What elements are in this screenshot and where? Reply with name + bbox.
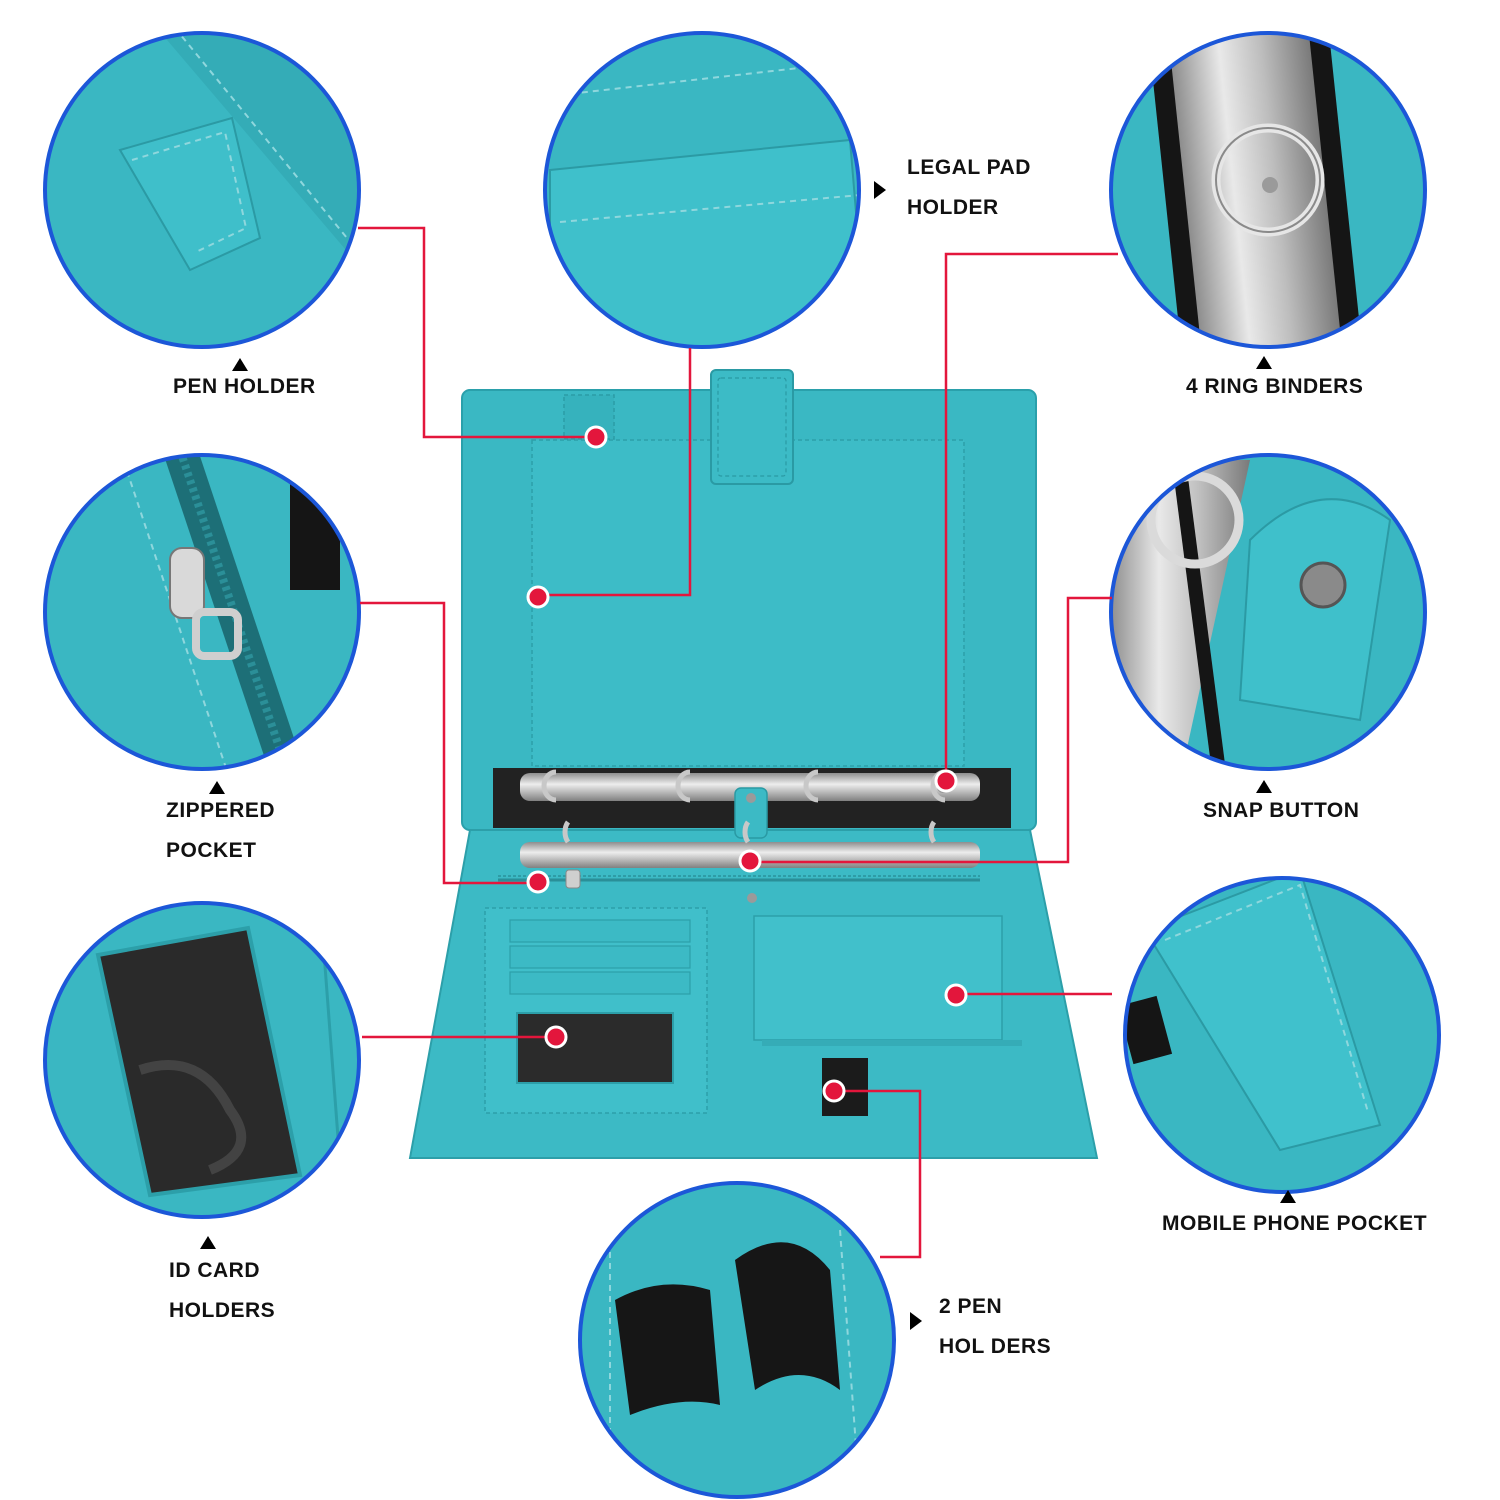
label-pen-holder: PEN HOLDER	[173, 375, 316, 398]
detail-circle-pen-holder	[43, 31, 361, 349]
triangle-right-icon	[874, 181, 886, 199]
label-zippered-pocket: ZIPPERED POCKET	[166, 799, 276, 862]
detail-circle-legal-pad	[543, 31, 861, 349]
triangle-up-icon	[209, 781, 225, 794]
label-mobile-phone-pocket: MOBILE PHONE POCKET	[1162, 1212, 1428, 1235]
label-4-ring-binders: 4 RING BINDERS	[1186, 375, 1364, 398]
padfolio	[408, 369, 1099, 1159]
detail-circle-two-pen-holders	[578, 1181, 896, 1499]
leader-lines	[358, 226, 1118, 1259]
label-id-card-holders: ID CARD HOLDERS	[169, 1259, 276, 1322]
legal-pad-sleeve	[531, 439, 965, 767]
label-legal-pad-holder: LEGAL PAD HOLDER	[907, 156, 1031, 219]
detail-circle-ring-binders	[1109, 31, 1427, 349]
triangle-up-icon	[232, 358, 248, 371]
label-2-pen-holders: 2 PEN HOL DERS	[939, 1295, 1052, 1358]
id-window	[516, 1012, 674, 1084]
strap	[710, 369, 794, 485]
detail-circle-id-card	[43, 901, 361, 1219]
triangle-up-icon	[1280, 1190, 1296, 1203]
detail-circle-zippered-pocket	[43, 453, 361, 771]
triangle-right-icon	[910, 1312, 922, 1330]
detail-circle-snap-button	[1109, 453, 1427, 771]
triangle-up-icon	[1256, 780, 1272, 793]
triangle-up-icon	[200, 1236, 216, 1249]
label-snap-button: SNAP BUTTON	[1203, 799, 1360, 822]
phone-pocket	[753, 915, 1003, 1041]
triangle-up-icon	[1256, 356, 1272, 369]
leader-dots	[526, 425, 968, 1103]
